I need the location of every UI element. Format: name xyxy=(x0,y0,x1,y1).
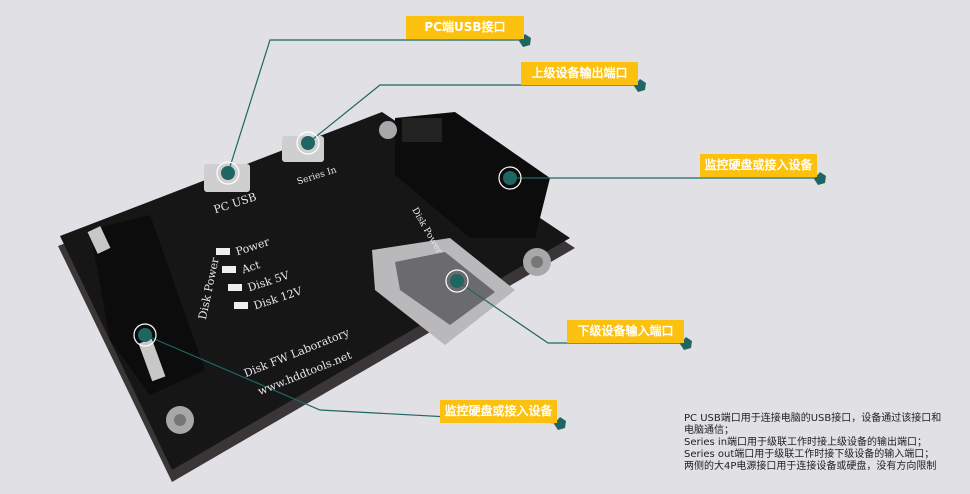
description-text: PC USB端口用于连接电脑的USB接口，设备通过该接口和 电脑通信； Seri… xyxy=(684,413,941,473)
desc-line: 电脑通信； xyxy=(684,425,734,436)
desc-line: PC USB端口用于连接电脑的USB接口，设备通过该接口和 xyxy=(684,413,942,424)
callout-pc-usb: PC端USB接口 xyxy=(406,16,524,39)
callout-series-out: 下级设备输入端口 xyxy=(567,320,684,343)
callout-left-power: 监控硬盘或接入设备 xyxy=(440,400,557,423)
desc-line: Series in端口用于级联工作时接上级设备的输出端口； xyxy=(684,437,928,448)
desc-line: Series out端口用于级联工作时接下级设备的输入端口； xyxy=(684,449,935,460)
callout-dot xyxy=(221,166,235,180)
right-power-connector xyxy=(395,112,550,238)
left-power-connector xyxy=(90,215,205,395)
callout-right-power: 监控硬盘或接入设备 xyxy=(700,154,817,177)
callout-series-in: 上级设备输出端口 xyxy=(521,62,638,85)
desc-line: 两侧的大4P电源接口用于连接设备或硬盘，没有方向限制 xyxy=(684,461,937,472)
status-leds xyxy=(216,248,248,309)
